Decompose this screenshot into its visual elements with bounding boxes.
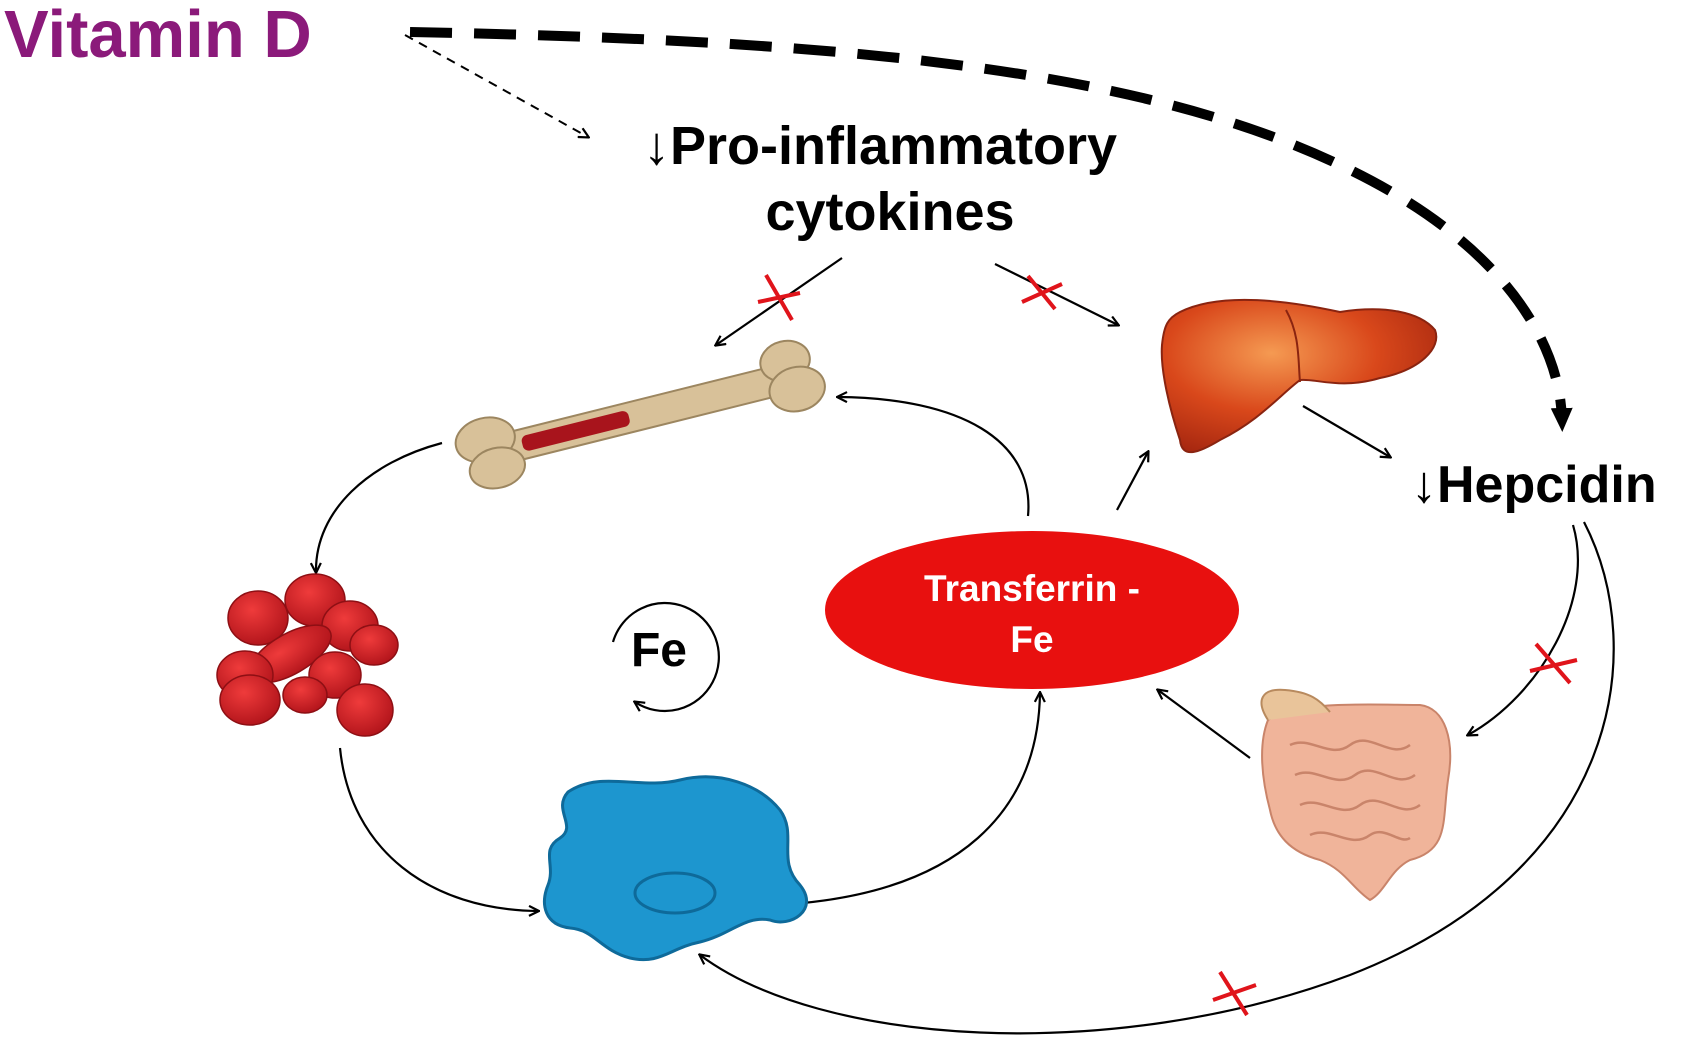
cytokines-to-bone-arrow <box>716 257 843 345</box>
bone-marrow-icon <box>454 339 826 490</box>
liver-to-hepcidin-arrow <box>1302 405 1390 457</box>
transferrin-fe-node: Transferrin - Fe <box>825 531 1239 689</box>
macrophage-to-transferrin-arrow <box>802 693 1040 905</box>
rbc-to-macrophage-arrow <box>338 747 538 911</box>
hepcidin-to-macrophage-arrow <box>700 521 1615 1035</box>
cytokines-label-line1: ↓Pro-inflammatory <box>643 116 1117 176</box>
inhibition-cross-liver <box>1021 274 1063 311</box>
inhibition-cross-intestine <box>1529 642 1578 685</box>
macrophage-icon <box>543 775 808 962</box>
transferrin-label-line2: Fe <box>1010 619 1053 660</box>
intestine-to-transferrin-arrow <box>1158 690 1251 759</box>
bone-to-rbc-arrow <box>316 441 443 572</box>
vitamin-d-to-hepcidin-arrow <box>409 27 1573 432</box>
inhibition-cross-bone <box>757 273 801 322</box>
liver-icon <box>1160 298 1438 453</box>
fe-recycling-cycle: Fe <box>611 601 720 713</box>
transferrin-to-bone-arrow <box>838 397 1030 517</box>
vitamin-d-to-cytokines-arrow <box>404 34 588 137</box>
transferrin-label-line1: Transferrin - <box>924 568 1140 609</box>
intestine-icon <box>1260 688 1452 902</box>
hepcidin-to-intestine-arrow <box>1468 524 1579 735</box>
cytokines-to-liver-arrow <box>994 263 1118 325</box>
vitamin-d-label: Vitamin D <box>4 0 312 72</box>
red-blood-cells-icon <box>216 573 399 737</box>
cytokines-label-line2: cytokines <box>765 182 1014 242</box>
inhibition-cross-macrophage <box>1212 970 1257 1017</box>
hepcidin-label: ↓Hepcidin <box>1411 456 1657 514</box>
transferrin-to-liver-arrow <box>1116 452 1148 511</box>
fe-cycle-label: Fe <box>631 624 687 677</box>
